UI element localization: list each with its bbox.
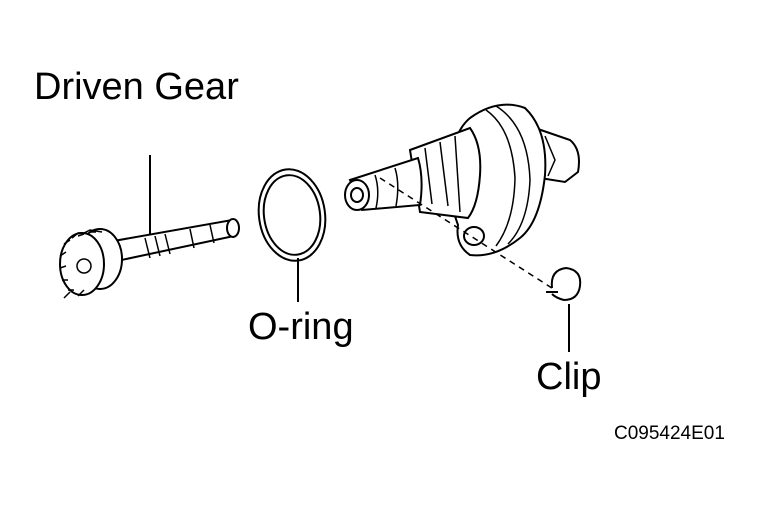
figure-code: C095424E01 xyxy=(614,423,725,444)
sensor-housing-part xyxy=(344,103,580,257)
clip-part xyxy=(546,266,582,302)
driven-gear-label: Driven Gear xyxy=(34,66,239,108)
o-ring-label: O-ring xyxy=(248,306,354,348)
alignment-dashed-line xyxy=(379,177,556,291)
o-ring-part xyxy=(257,168,327,262)
driven-gear-part xyxy=(59,218,240,299)
clip-label: Clip xyxy=(536,356,602,398)
